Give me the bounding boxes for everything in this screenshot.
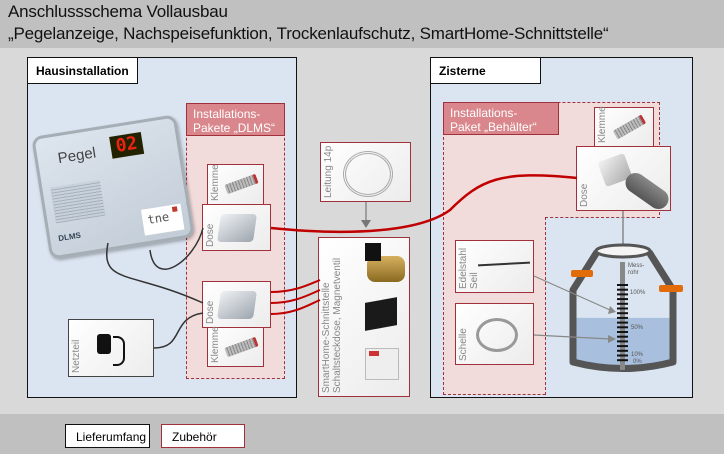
panel-label-hausinstallation: Hausinstallation xyxy=(28,58,138,84)
cable-device-to-dose-bottom xyxy=(106,242,204,304)
tube-tick xyxy=(617,312,628,315)
gauge-label: Mess-rohr xyxy=(628,263,645,276)
tube-tick xyxy=(617,331,628,333)
tube-tick xyxy=(617,293,628,296)
item-dose-top: Dose xyxy=(202,204,271,251)
item-edelstahl-seil: Edelstahl Seil xyxy=(455,240,534,293)
legend-lieferumfang: Lieferumfang xyxy=(65,424,150,448)
tube-tick xyxy=(617,316,628,319)
cable-coil-icon xyxy=(343,151,393,197)
tube-tick xyxy=(617,345,628,348)
cable-smarthome-2 xyxy=(270,289,321,304)
package-dlms-header-line2: Pakete „DLMS“ xyxy=(193,121,276,135)
item-leitung-14p: Leitung 14p xyxy=(320,142,411,202)
item-klemme-top: Klemme xyxy=(207,164,264,205)
package-behaelter-header: Installations- Paket „Behälter“ xyxy=(443,102,559,135)
cistern-tank xyxy=(569,211,683,372)
tube-tick xyxy=(617,326,628,329)
cable-leitung-14p xyxy=(270,174,578,234)
panel-label-zisterne: Zisterne xyxy=(431,58,541,84)
arrow-head-icon xyxy=(361,220,371,228)
package-behaelter-header-line2: Paket „Behälter“ xyxy=(450,120,537,134)
pointer-schelle xyxy=(533,334,611,340)
power-adapter-icon xyxy=(97,334,111,354)
pointer-seil-arrow-icon xyxy=(608,306,616,314)
tube-tick xyxy=(617,354,628,357)
tube-tick xyxy=(617,284,628,286)
gauge-mark-100: 100% xyxy=(630,290,646,296)
tube-tick xyxy=(617,288,628,291)
package-behaelter-header-line1: Installations- xyxy=(450,106,518,120)
item-klemme-bottom: Klemme xyxy=(207,326,264,367)
package-dlms-header-line1: Installations- xyxy=(193,107,261,121)
package-dlms-header: Installations- Pakete „DLMS“ xyxy=(186,103,285,136)
gauge-mark-50: 50% xyxy=(631,325,644,331)
tube-tick xyxy=(617,359,628,362)
tube-tick xyxy=(617,335,628,338)
item-klemme-tank: Klemme xyxy=(594,106,654,147)
legend-zubehoer: Zubehör xyxy=(161,424,245,448)
item-schelle: Schelle xyxy=(455,303,534,365)
tank-opening xyxy=(594,243,652,259)
diagram-subtitle: „Pegelanzeige, Nachspeisefunktion, Trock… xyxy=(8,24,609,43)
hose-clamp-icon xyxy=(476,318,518,352)
orange-outlet-right-icon xyxy=(659,285,683,292)
power-cable-icon xyxy=(113,336,125,366)
cable-smarthome-3 xyxy=(270,299,321,315)
item-dose-bottom: Dose xyxy=(202,281,271,328)
tube-marks xyxy=(617,284,628,362)
tube-tick xyxy=(617,302,628,305)
pointer-seil xyxy=(533,275,611,311)
measuring-tube xyxy=(620,262,625,370)
cable-netzteil-to-dose xyxy=(153,312,204,349)
cable-smarthome-1 xyxy=(270,279,321,293)
pointer-schelle-arrow-icon xyxy=(608,335,616,343)
item-smarthome-interface: SmartHome-Schnittstelle Schaltsteckdose,… xyxy=(318,237,410,397)
tube-tick xyxy=(617,298,628,301)
cable-device-to-dose-top xyxy=(149,227,204,270)
tube-tick xyxy=(617,349,628,352)
gauge-mark-0: 0% xyxy=(633,359,642,365)
actuator-led-icon xyxy=(369,351,379,356)
tube-tick xyxy=(617,307,628,310)
diagram-title: Anschlussschema Vollausbau xyxy=(8,2,228,21)
item-dose-tank: Dose xyxy=(576,146,673,213)
tube-tick xyxy=(617,340,628,343)
actuator-icon xyxy=(365,348,399,380)
item-netzteil: Netzteil xyxy=(68,319,154,377)
orange-inlet-left-icon xyxy=(571,270,593,277)
gauge-mark-10: 10% xyxy=(631,352,644,358)
solenoid-coil-icon xyxy=(365,243,381,261)
tube-tick xyxy=(617,321,628,324)
title-bar: Anschlussschema Vollausbau „Pegelanzeige… xyxy=(0,0,724,48)
